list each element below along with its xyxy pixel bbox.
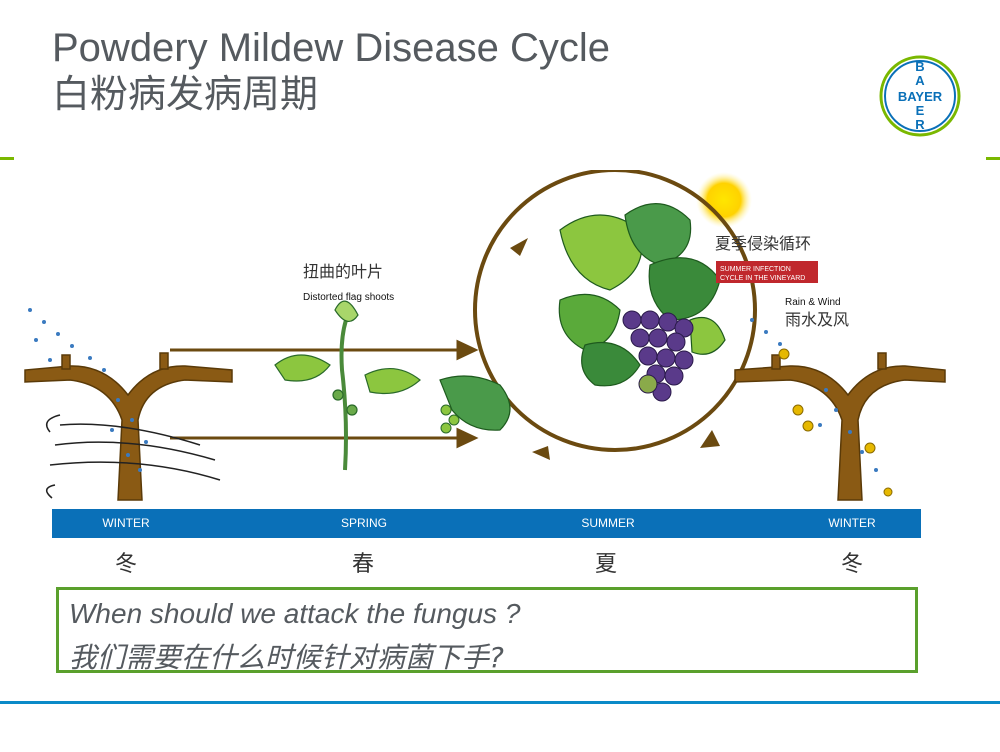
season-cn-winter-end: 冬 [840, 552, 863, 577]
logo-letter-r-bottom: R [915, 117, 925, 132]
rain-icon [28, 308, 148, 472]
season-cn-summer: 夏 [594, 552, 617, 577]
logo-letter-e-bottom: E [916, 103, 925, 118]
footer-rule [0, 701, 1000, 704]
summer-label-cn: 夏季侵染循环 [715, 234, 811, 253]
summer-label-banner [716, 261, 818, 283]
season-cn-spring: 春 [351, 552, 374, 577]
grape-cluster-icon [622, 310, 694, 402]
distorted-label-cn: 扭曲的叶片 [303, 262, 383, 281]
logo-letter-a-top: A [915, 73, 925, 88]
spring-grape-flower [440, 404, 460, 434]
distorted-label-en: Distorted flag shoots [303, 292, 394, 303]
wind-icon [45, 414, 221, 499]
season-label-winter-start: WINTER [102, 516, 150, 530]
summer-vine [439, 203, 726, 431]
rain-label-en: Rain & Wind [785, 297, 841, 308]
season-label-summer: SUMMER [581, 516, 635, 530]
spread-arrows [170, 339, 479, 449]
vine-right-winter [734, 352, 946, 501]
fallen-leaves [778, 348, 893, 497]
infection-cycle-arrows [473, 170, 757, 452]
rain-label-cn: 雨水及风 [785, 310, 849, 329]
disease-cycle-diagram: 扭曲的叶片 Distorted flag shoots 夏季侵染循环 SUMME… [24, 170, 946, 501]
page-subtitle: 白粉病发病周期 [52, 72, 319, 116]
bayer-logo: B A BAYER E R [879, 55, 961, 137]
accent-tick-left [0, 157, 14, 160]
rain-icon-right [750, 318, 878, 472]
season-label-spring: SPRING [340, 516, 387, 530]
vine-left-winter [24, 352, 233, 501]
logo-horizontal-text: BAYER [898, 89, 943, 104]
summer-label-en-line2: CYCLE IN THE VINEYARD [720, 275, 805, 282]
sun-icon [696, 172, 752, 228]
accent-tick-right [986, 157, 1000, 160]
question-text-en: When should we attack the fungus ? [69, 598, 521, 629]
page-title: Powdery Mildew Disease Cycle [52, 26, 610, 70]
season-timeline-bar: WINTER SPRING SUMMER WINTER [52, 509, 921, 538]
question-text-cn: 我们需要在什么时候针对病菌下手? [69, 641, 504, 674]
summer-label-en-line1: SUMMER INFECTION [720, 266, 791, 273]
cycle-arrowheads [510, 238, 720, 460]
logo-letter-b-top: B [915, 59, 924, 74]
season-label-winter-end: WINTER [828, 516, 876, 530]
season-cn-winter-start: 冬 [114, 552, 137, 577]
question-box: When should we attack the fungus ? 我们需要在… [56, 587, 918, 674]
distorted-shoot [274, 300, 421, 471]
